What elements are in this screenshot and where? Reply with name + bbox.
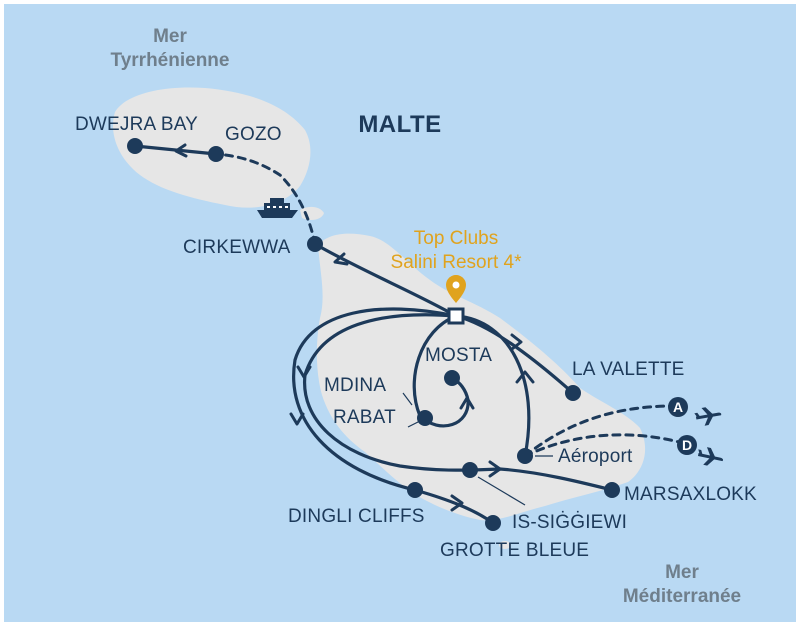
south-sea-label-line2: Méditerranée [623, 586, 741, 607]
arrival-badge-label: A [673, 399, 683, 415]
route-hotel-airport [454, 314, 531, 458]
label-la-valette: LA VALETTE [572, 359, 685, 380]
airplane-icon [694, 407, 722, 426]
hotel-name-line1: Top Clubs [414, 228, 499, 249]
route-arrow-siggiewi-left [296, 365, 312, 379]
route-arrow-dingli-left [289, 412, 305, 426]
hotel-name-line2: Salini Resort 4* [391, 252, 523, 273]
ferry-route [214, 152, 317, 246]
route-arrow-mosta [459, 396, 475, 410]
location-pin-icon [446, 275, 466, 303]
filfla-islet [499, 541, 511, 549]
leader-is-siggiewi [477, 476, 526, 506]
stop-dwejra-bay [127, 138, 143, 154]
route-arrow-gozo [174, 143, 188, 158]
label-rabat: RABAT [333, 407, 396, 428]
label-mosta: MOSTA [425, 345, 492, 366]
label-dingli-cliffs: DINGLI CLIFFS [288, 506, 425, 527]
route-mdina-mosta [412, 314, 470, 428]
route-arrow-cirkewwa [333, 252, 349, 266]
label-marsaxlokk: MARSAXLOKK [624, 484, 757, 505]
leader-mdina [402, 392, 413, 406]
stop-gozo [208, 146, 224, 162]
stop-mdina-rabat [417, 410, 433, 426]
leader-rabat [407, 420, 421, 428]
route-hotel-lavalette [454, 314, 575, 395]
south-sea-label-line1: Mer [665, 562, 699, 583]
departure-badge-label: D [682, 437, 692, 453]
country-label: MALTE [358, 111, 441, 138]
stop-marsaxlokk [604, 482, 620, 498]
flight-route-departure [523, 433, 692, 458]
stop-is-siggiewi [462, 462, 478, 478]
arrival-badge [668, 397, 688, 417]
label-grotte-bleue: GROTTE BLEUE [440, 540, 589, 561]
stop-cirkewwa [307, 236, 323, 252]
label-is-siggiewi: IS-SIĠĠIEWI [512, 511, 627, 533]
malta-island [316, 233, 646, 521]
ferry-icon [257, 198, 298, 218]
label-aeroport: Aéroport [558, 446, 633, 467]
stop-dingli-cliffs [407, 482, 423, 498]
route-hotel-cirkewwa [313, 242, 458, 318]
route-arrow-siggiewi-right [488, 460, 502, 478]
route-siggiewi-marsaxlokk [303, 313, 614, 492]
departure-badge [677, 435, 697, 455]
hotel-marker [447, 307, 465, 325]
north-sea-label-line2: Tyrrhénienne [111, 50, 230, 71]
stop-mosta [444, 370, 460, 386]
label-mdina: MDINA [324, 375, 386, 396]
flight-route-arrival [523, 404, 682, 458]
airplane-icon [697, 447, 724, 466]
north-sea-label-line1: Mer [153, 26, 187, 47]
label-dwejra-bay: DWEJRA BAY [75, 114, 198, 135]
route-arrow-airport [515, 370, 535, 384]
stop-la-valette [565, 385, 581, 401]
route-arrow-dingli-right [450, 494, 464, 512]
label-cirkewwa: CIRKEWWA [183, 237, 291, 258]
route-arrow-lavalette [510, 333, 523, 351]
label-gozo: GOZO [225, 124, 282, 145]
stop-grotte-bleue [485, 515, 501, 531]
stop-aeroport [517, 448, 533, 464]
